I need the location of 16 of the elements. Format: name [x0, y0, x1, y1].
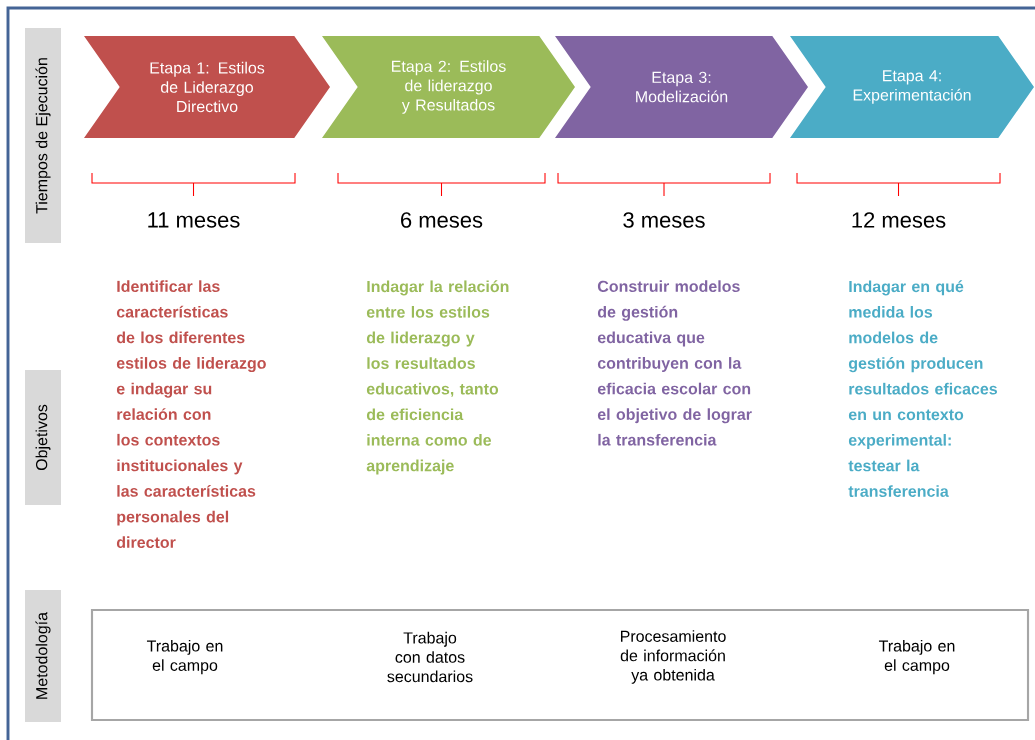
process-step: Etapa 2: Estilos de liderazgo y Resultados [322, 36, 575, 138]
objective-text: Indagar en qué medida los modelos de gestión producen resultados eficaces en un contexto experimental: testear la transferencia [848, 280, 997, 497]
row-label: Metodología [25, 590, 61, 722]
process-step: Etapa 4: Experimentación [790, 36, 1034, 138]
objective-text: Construir modelos de gestión educativa que contribuyen con la eficacia escolar con el objetivo de lograr la transferencia [597, 280, 752, 446]
process-step: Etapa 3: Modelización [555, 36, 808, 138]
duration-label: 11 meses [148, 212, 240, 228]
objective-text: Identificar las características de los diferentes estilos de liderazgo e indagar su relación con los contextos institucionales y las características personales del director [116, 280, 266, 548]
method-box: Trabajo en el campo Trabajo con datos secundarios Procesamiento de información ya obtenida Trabajo en el campo [90, 608, 1030, 722]
objective-text: Indagar la relación entre los estilos de liderazgo y los resultados educativos, tanto de eficiencia interna como de aprendizaje [366, 280, 509, 475]
duration-label: 3 meses [623, 212, 705, 228]
row-label: Objetivos [25, 370, 61, 505]
row-label: Tiempos de Ejecución [25, 28, 61, 243]
duration-label: 12 meses [852, 212, 946, 228]
process-step: Etapa 1: Estilos de Liderazgo Directivo [84, 36, 330, 138]
duration-label: 6 meses [401, 212, 483, 228]
